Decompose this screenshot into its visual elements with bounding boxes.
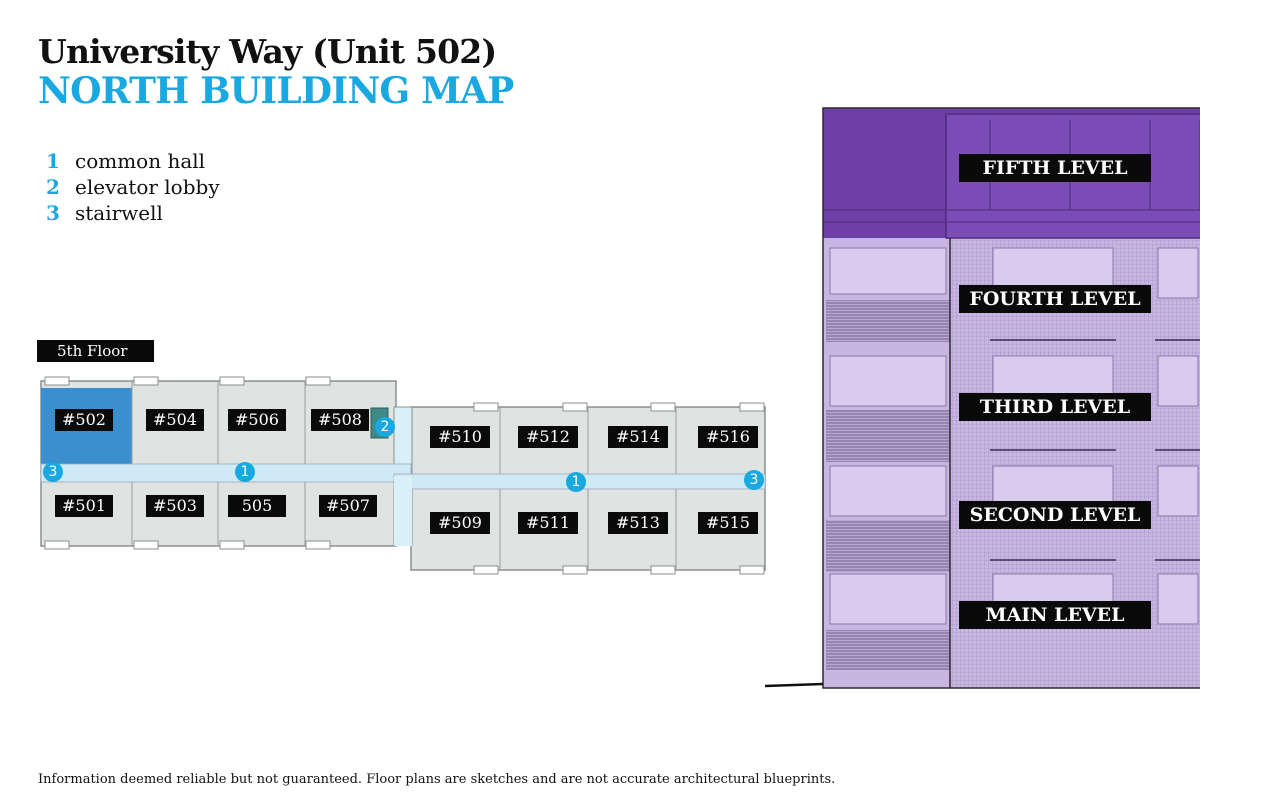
legend-label: stairwell — [75, 201, 163, 225]
level-label-fourth[interactable]: FOURTH LEVEL — [959, 285, 1151, 313]
slat-panel — [826, 300, 950, 342]
legend-item-common-hall: 1 common hall — [46, 148, 220, 174]
balcony-rails — [990, 339, 1200, 561]
unit-label-509[interactable]: #509 — [430, 512, 490, 534]
level-label-third[interactable]: THIRD LEVEL — [959, 393, 1151, 421]
unit-label-502[interactable]: #502 — [55, 409, 113, 431]
unit-label-503[interactable]: #503 — [146, 495, 204, 517]
level-label-fifth[interactable]: FIFTH LEVEL — [959, 154, 1151, 182]
unit-label-511[interactable]: #511 — [518, 512, 578, 534]
page-title: University Way (Unit 502) — [38, 32, 497, 71]
legend-label: common hall — [75, 149, 206, 173]
marker-stairwell-west[interactable]: 3 — [43, 462, 63, 482]
ground-line — [764, 682, 824, 688]
unit-label-506[interactable]: #506 — [228, 409, 286, 431]
unit-label-513[interactable]: #513 — [608, 512, 668, 534]
legend-item-elevator-lobby: 2 elevator lobby — [46, 174, 220, 200]
unit-label-516[interactable]: #516 — [698, 426, 758, 448]
level-label-main[interactable]: MAIN LEVEL — [959, 601, 1151, 629]
unit-label-504[interactable]: #504 — [146, 409, 204, 431]
unit-label-514[interactable]: #514 — [608, 426, 668, 448]
marker-stairwell-east[interactable]: 3 — [744, 470, 764, 490]
slat-panel — [826, 520, 950, 572]
corridor-west — [40, 463, 412, 483]
slat-panel — [826, 410, 950, 462]
page-subtitle: NORTH BUILDING MAP — [38, 70, 514, 112]
unit-label-501[interactable]: #501 — [55, 495, 113, 517]
legend-label: elevator lobby — [75, 175, 220, 199]
floor-label: 5th Floor — [37, 340, 154, 362]
west-unit-dividers — [131, 381, 306, 546]
disclaimer: Information deemed reliable but not guar… — [38, 772, 836, 787]
unit-label-512[interactable]: #512 — [518, 426, 578, 448]
legend-item-stairwell: 3 stairwell — [46, 200, 220, 226]
unit-label-515[interactable]: #515 — [698, 512, 758, 534]
unit-label-505[interactable]: 505 — [228, 495, 286, 517]
floor-plan — [40, 376, 766, 575]
legend-number: 1 — [46, 149, 60, 173]
legend-number: 3 — [46, 201, 60, 225]
balconies — [44, 376, 765, 575]
marker-elevator-lobby[interactable]: 2 — [375, 417, 395, 437]
marker-common-hall-west[interactable]: 1 — [235, 462, 255, 482]
building-outline — [822, 107, 1200, 689]
unit-label-507[interactable]: #507 — [319, 495, 377, 517]
legend: 1 common hall 2 elevator lobby 3 stairwe… — [46, 148, 220, 226]
lobby-area — [394, 476, 412, 546]
east-unit-dividers — [499, 407, 677, 570]
slat-panel — [826, 630, 950, 670]
level-label-second[interactable]: SECOND LEVEL — [959, 501, 1151, 529]
legend-number: 2 — [46, 175, 60, 199]
unit-label-508[interactable]: #508 — [311, 409, 369, 431]
marker-common-hall-east[interactable]: 1 — [566, 472, 586, 492]
unit-label-510[interactable]: #510 — [430, 426, 490, 448]
